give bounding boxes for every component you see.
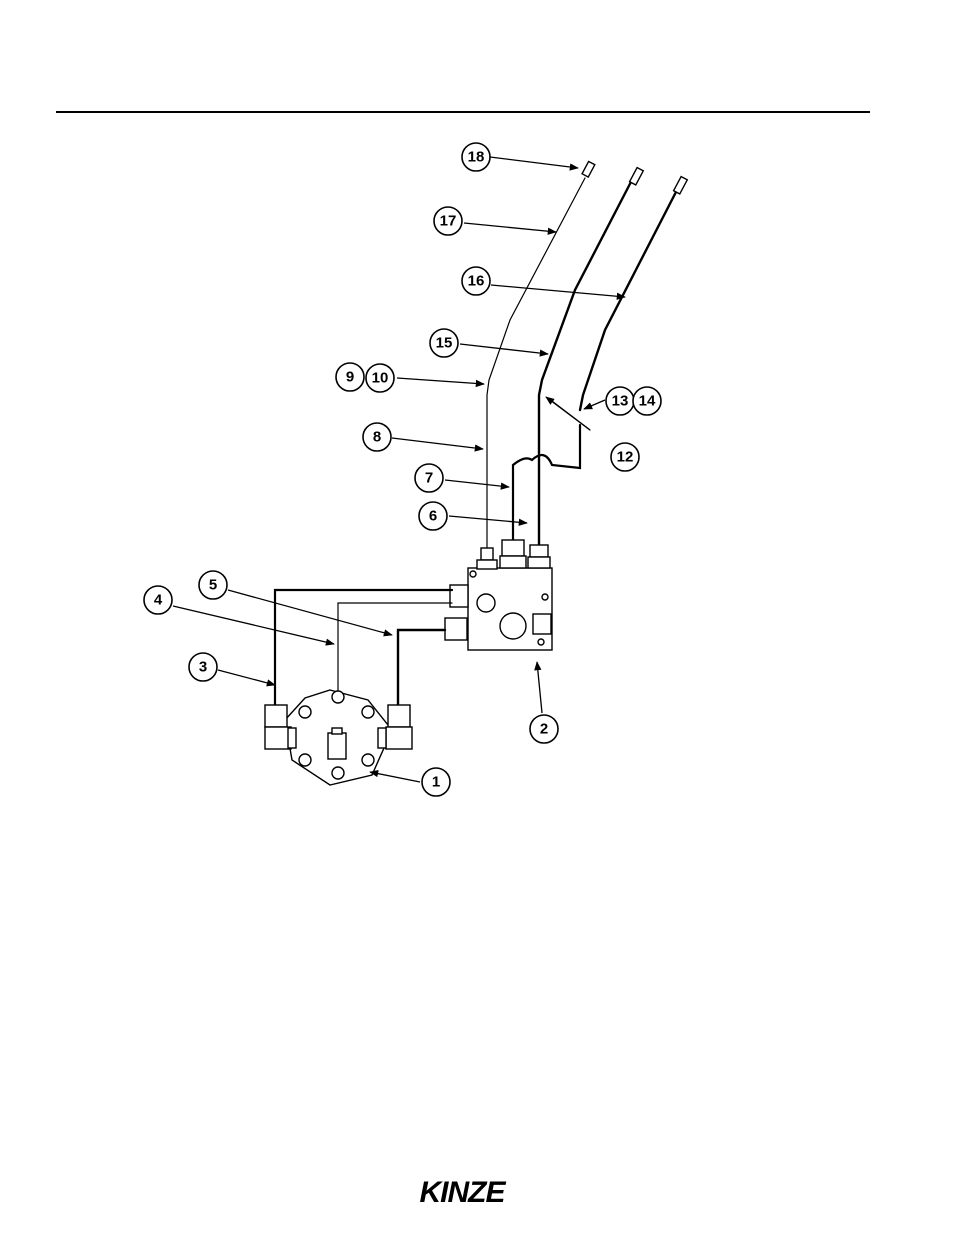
callout-12: 12: [611, 443, 639, 471]
hydraulic-motor: [265, 690, 412, 785]
callout-label: 9: [346, 369, 354, 386]
callout-17: 17: [434, 207, 462, 235]
leader-4: [173, 606, 334, 644]
callout-label: 16: [468, 273, 485, 290]
logo-text: KINZE: [420, 1176, 507, 1209]
callout-label: 18: [468, 149, 485, 166]
leader-8: [392, 438, 483, 449]
callout-2: 2: [530, 715, 558, 743]
callout-label: 1: [432, 774, 440, 791]
leader-15: [460, 344, 548, 354]
callout-label: 2: [540, 721, 548, 738]
callout-8: 8: [363, 423, 391, 451]
leader-16: [491, 285, 625, 297]
callout-15: 15: [430, 329, 458, 357]
hose-13-14: [580, 190, 677, 410]
callout-label: 14: [639, 393, 656, 410]
callout-9: 9: [336, 363, 364, 391]
hose-7: [513, 425, 580, 545]
hose-5: [398, 630, 445, 705]
hose-3: [275, 590, 452, 705]
callout-label: 6: [429, 508, 437, 525]
leader-7: [445, 480, 509, 487]
callout-1: 1: [422, 768, 450, 796]
hose-17: [487, 178, 585, 548]
leader-13-14: [584, 400, 605, 409]
callout-label: 17: [440, 213, 457, 230]
callout-label: 8: [373, 429, 381, 446]
callout-label: 12: [617, 449, 634, 466]
valve-block: [445, 540, 552, 650]
callout-10: 10: [366, 364, 394, 392]
fitting-16-top: [630, 168, 644, 185]
callout-5: 5: [199, 571, 227, 599]
leader-9-10: [397, 378, 484, 384]
callout-4: 4: [144, 586, 172, 614]
callout-7: 7: [415, 464, 443, 492]
hose-4: [338, 603, 452, 690]
leader-12: [546, 397, 590, 430]
callout-label: 7: [425, 470, 433, 487]
callout-label: 3: [199, 659, 207, 676]
callout-13: 13: [606, 387, 634, 415]
leader-2: [537, 662, 542, 713]
callout-label: 10: [372, 370, 389, 387]
callout-16: 16: [462, 267, 490, 295]
leader-6: [449, 516, 527, 523]
callout-18: 18: [462, 143, 490, 171]
callout-label: 5: [209, 577, 217, 594]
callout-14: 14: [633, 387, 661, 415]
callout-label: 15: [436, 335, 453, 352]
callout-label: 13: [612, 393, 629, 410]
callout-6: 6: [419, 502, 447, 530]
leader-18: [490, 157, 578, 168]
callout-3: 3: [189, 653, 217, 681]
leader-17: [464, 223, 556, 232]
hose-16: [539, 178, 633, 545]
kinze-logo: KINZE: [400, 1172, 524, 1212]
leader-3: [218, 670, 275, 685]
fitting-13-top: [674, 177, 688, 194]
leader-1: [370, 772, 420, 782]
leader-5: [228, 590, 392, 635]
fitting-18: [582, 161, 595, 177]
callout-label: 4: [154, 592, 163, 609]
